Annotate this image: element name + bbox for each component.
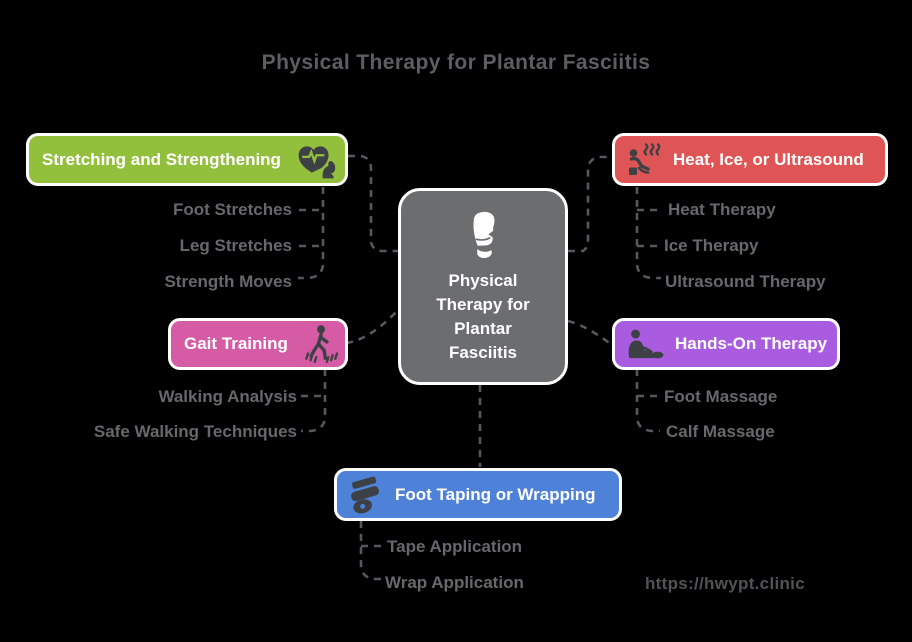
connector-heat-items bbox=[635, 187, 661, 280]
connector-stretching-items bbox=[298, 187, 325, 280]
branch-item-label: Foot Stretches bbox=[172, 200, 292, 219]
connector-hands-items bbox=[635, 369, 660, 433]
branch-hands: Hands-On Therapy bbox=[612, 318, 840, 370]
branch-item-label: Calf Massage bbox=[666, 422, 775, 441]
connector-gait-items bbox=[301, 369, 327, 433]
sauna-steam-icon bbox=[624, 141, 664, 179]
branch-stretching-label: Stretching and Strengthening bbox=[42, 149, 281, 169]
branch-gait-label: Gait Training bbox=[184, 334, 288, 353]
branch-item-label: Safe Walking Techniques bbox=[93, 422, 297, 441]
massage-icon bbox=[624, 326, 666, 362]
branch-heat: Heat, Ice, or Ultrasound bbox=[612, 133, 888, 186]
branch-taping-label: Foot Taping or Wrapping bbox=[395, 484, 596, 504]
branch-item-label: Ice Therapy bbox=[664, 236, 759, 255]
heart-pulse-muscle-icon bbox=[296, 141, 338, 179]
website-url: https://hwypt.clinic bbox=[645, 574, 805, 593]
branch-taping: Foot Taping or Wrapping bbox=[334, 468, 622, 521]
branch-item-label: Strength Moves bbox=[164, 272, 292, 291]
branch-hands-label: Hands-On Therapy bbox=[675, 334, 828, 353]
branch-item-label: Heat Therapy bbox=[668, 200, 776, 219]
branch-item-label: Foot Massage bbox=[664, 387, 778, 406]
branch-stretching: Stretching and Strengthening bbox=[26, 133, 348, 186]
branch-item-label: Leg Stretches bbox=[179, 236, 292, 255]
branch-gait: Gait Training bbox=[168, 318, 348, 370]
center-node-label: Physical Therapy for Plantar Fasciitis bbox=[436, 271, 530, 362]
connector-hands bbox=[567, 319, 612, 346]
connector-taping-items bbox=[359, 521, 383, 581]
foot-icon bbox=[465, 211, 501, 259]
connector-heat bbox=[568, 155, 612, 253]
branch-item-label: Wrap Application bbox=[385, 573, 524, 592]
branch-item-label: Tape Application bbox=[387, 537, 523, 556]
connector-stretching bbox=[348, 154, 398, 253]
branch-item-label: Ultrasound Therapy bbox=[665, 272, 826, 291]
branch-heat-label: Heat, Ice, or Ultrasound bbox=[673, 149, 864, 169]
page-title: Physical Therapy for Plantar Fasciitis bbox=[261, 51, 651, 74]
connector-gait bbox=[345, 310, 398, 345]
tape-roll-icon bbox=[346, 476, 386, 514]
center-node: Physical Therapy for Plantar Fasciitis bbox=[398, 188, 568, 385]
walking-person-icon bbox=[302, 324, 338, 364]
branch-item-label: Walking Analysis bbox=[158, 387, 297, 406]
